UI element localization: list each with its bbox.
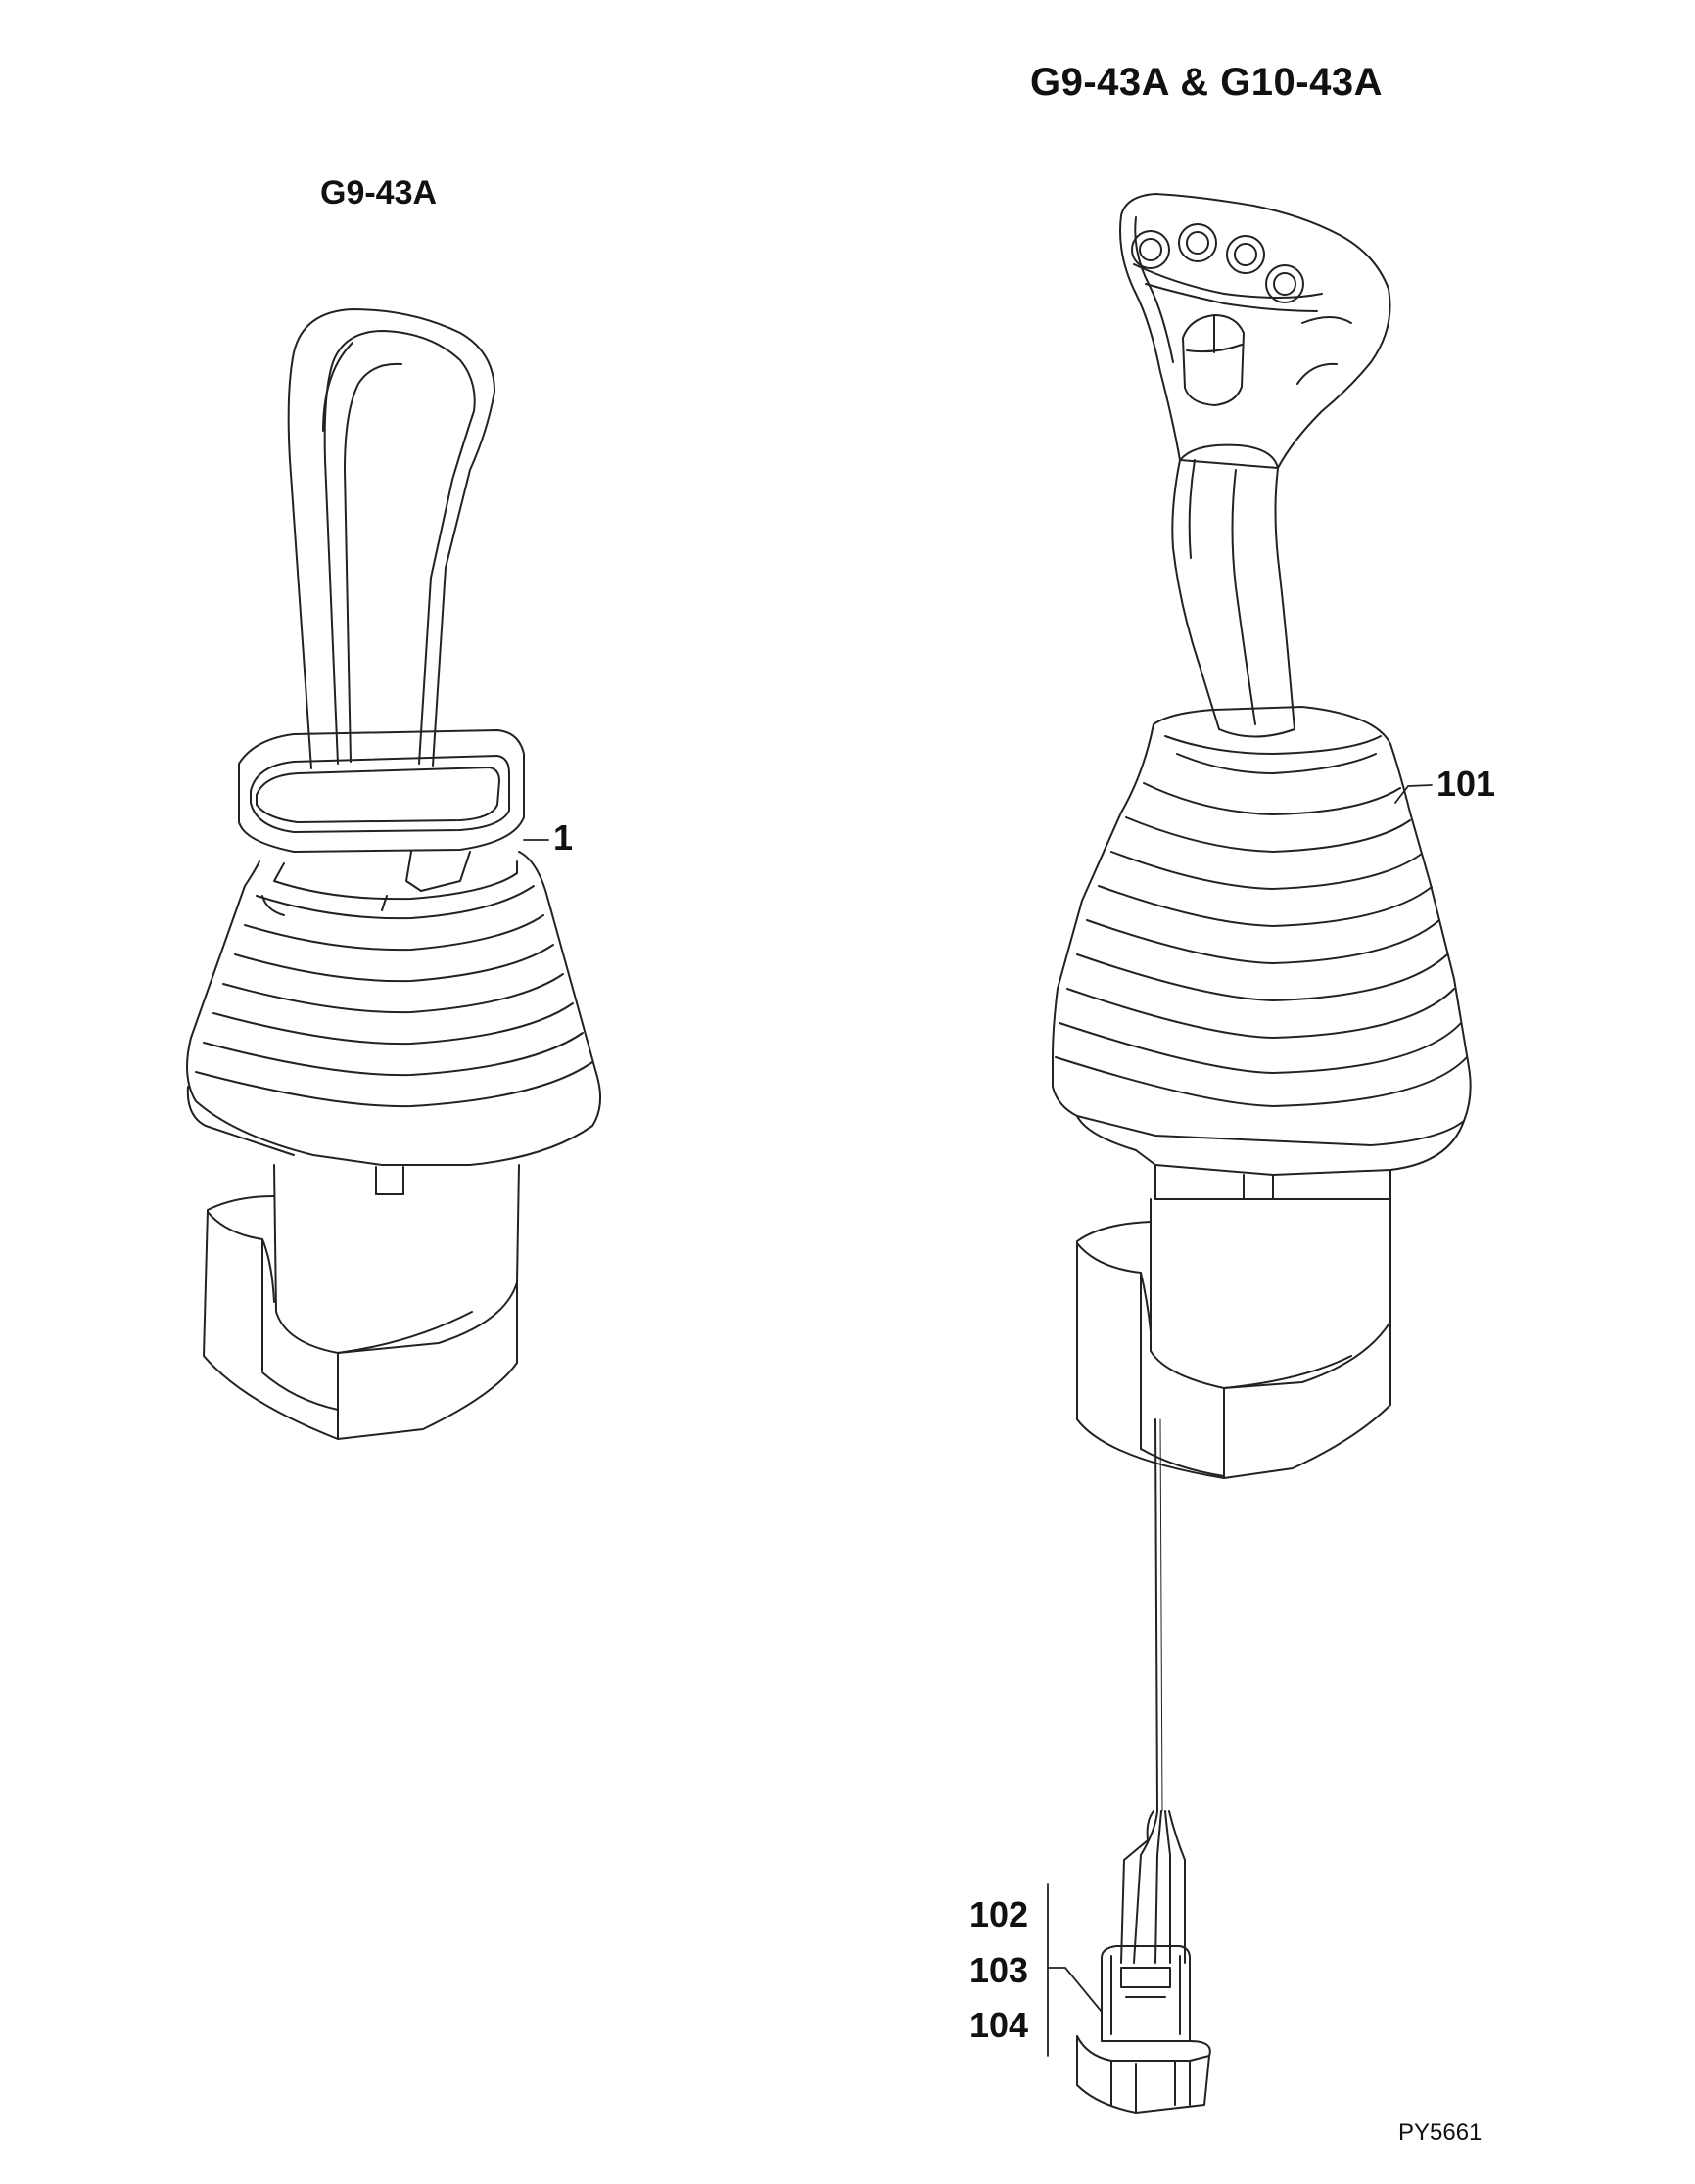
- callout-1: 1: [553, 817, 574, 858]
- grip-button-1: [1132, 231, 1169, 268]
- grip-button-4: [1266, 265, 1303, 302]
- right-joystick: [1053, 194, 1471, 2113]
- right-joystick-thumb-switch: [1183, 315, 1244, 405]
- leader-103: [1048, 1968, 1102, 2012]
- left-joystick-boot: [187, 852, 600, 1165]
- right-joystick-base: [1077, 1199, 1390, 1478]
- grip-button-2-inner: [1187, 232, 1208, 254]
- right-joystick-connector: [1077, 1946, 1210, 2113]
- callout-101: 101: [1436, 764, 1496, 804]
- grip-button-4-inner: [1274, 273, 1295, 295]
- figure-code: PY5661: [1398, 2119, 1483, 2146]
- right-joystick-boot: [1053, 707, 1471, 1199]
- leader-lines: [524, 785, 1432, 2056]
- right-joystick-shaft: [1172, 460, 1295, 737]
- left-joystick: [187, 309, 600, 1439]
- left-joystick-collar: [239, 730, 524, 852]
- grip-button-1-inner: [1140, 239, 1161, 260]
- drawing-title: G9-43A & G10-43A: [1030, 61, 1383, 104]
- left-model-label: G9-43A: [320, 174, 438, 211]
- left-joystick-handle: [289, 309, 494, 768]
- grip-button-3: [1227, 236, 1264, 273]
- callout-104: 104: [969, 2005, 1029, 2045]
- left-joystick-base: [204, 1165, 519, 1439]
- right-joystick-grip: [1120, 194, 1390, 468]
- leader-101: [1395, 785, 1432, 803]
- grip-button-3-inner: [1235, 244, 1256, 265]
- right-joystick-cable: [1121, 1419, 1185, 1963]
- right-joystick-buttons: [1132, 224, 1303, 302]
- callout-102: 102: [969, 1894, 1029, 1934]
- grip-button-2: [1179, 224, 1216, 261]
- callout-103: 103: [969, 1950, 1029, 1990]
